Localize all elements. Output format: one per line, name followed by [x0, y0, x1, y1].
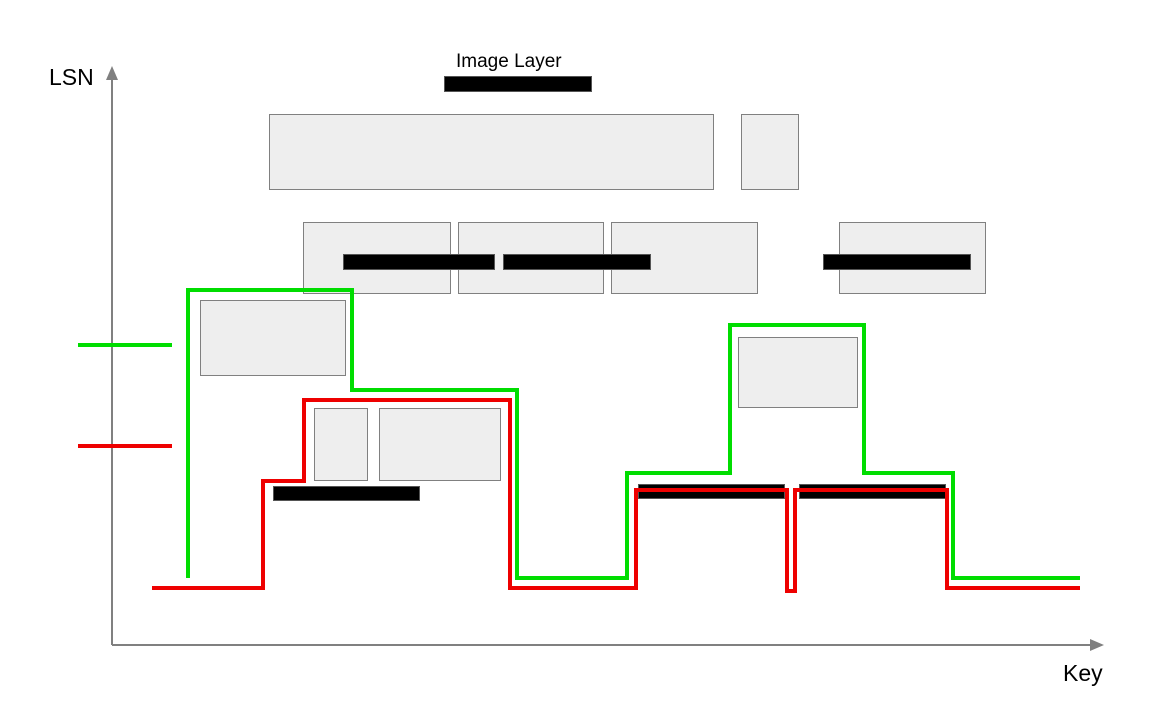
- image-bar-lower-right: [799, 484, 946, 499]
- image-bar-mid-left: [343, 254, 495, 270]
- image-bar-mid-right: [823, 254, 971, 270]
- x-axis-label: Key: [1063, 660, 1103, 686]
- image-layer-label: Image Layer: [456, 51, 562, 72]
- delta-box-small-narrow: [314, 408, 368, 481]
- delta-box-small-wide: [379, 408, 501, 481]
- image-bar-mid-center: [503, 254, 651, 270]
- image-bar-lower-left: [273, 486, 420, 501]
- delta-box-top-right: [741, 114, 799, 190]
- image-bar-lower-center: [638, 484, 785, 499]
- delta-box-right-peak: [738, 337, 858, 408]
- image-bar-top: [444, 76, 592, 92]
- y-axis-label: LSN: [49, 64, 94, 90]
- delta-box-top-wide: [269, 114, 714, 190]
- delta-box-left-level: [200, 300, 346, 376]
